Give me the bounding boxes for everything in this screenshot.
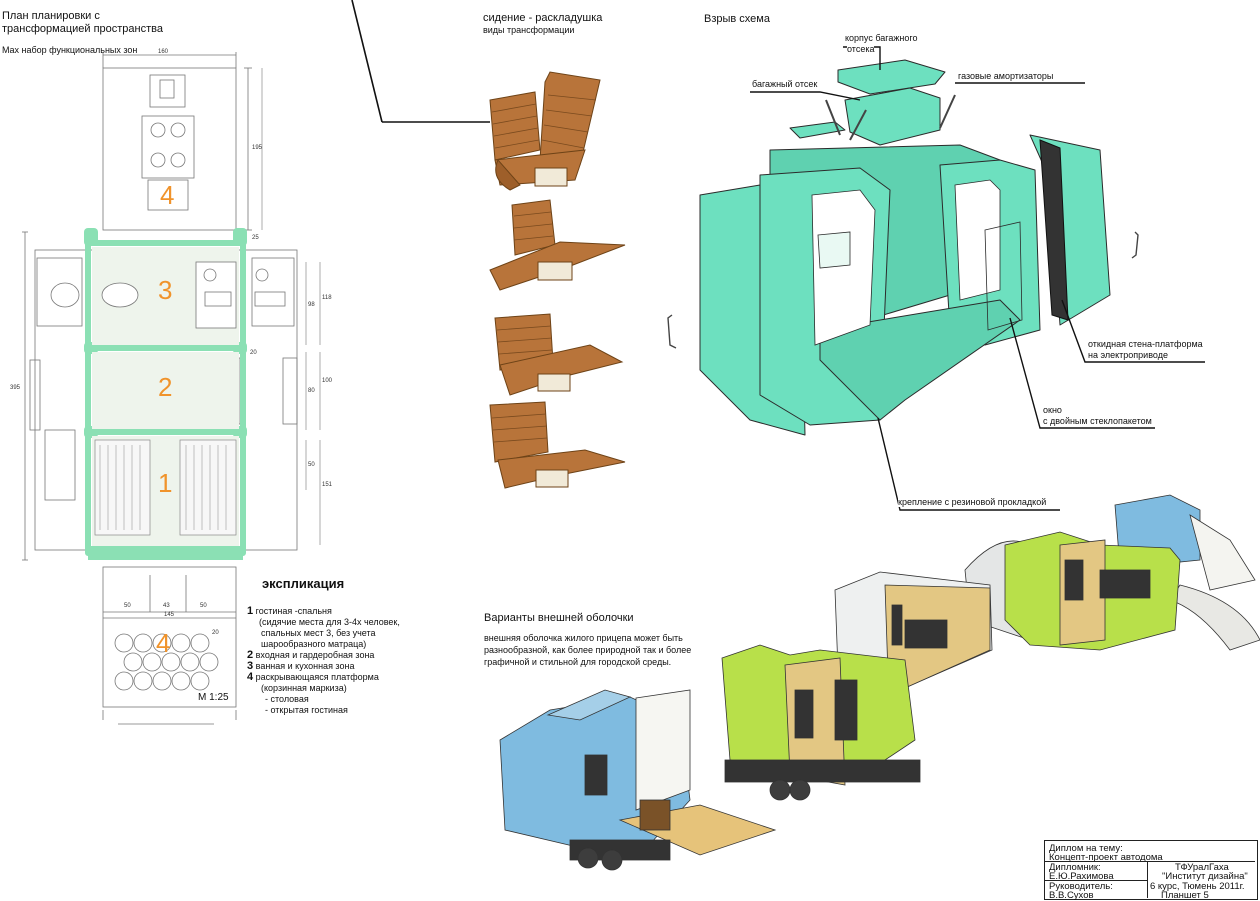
explication-item-4-line2: (корзинная маркиза) [261, 683, 347, 693]
callout-luggage-case-1: корпус багажного [845, 33, 918, 43]
dim-right-top: 195 [252, 145, 263, 151]
dim-right-25: 25 [252, 235, 259, 241]
stamp-supervisor-name: В.В.Сухов [1049, 890, 1094, 901]
plan-subtitle: Max набор функциональных зон [2, 45, 138, 55]
explication-item-1: 1 гостиная -спальня [247, 605, 332, 617]
stamp-school2: "Институт дизайна" [1162, 871, 1248, 882]
callout-gas-struts: газовые амортизаторы [958, 71, 1054, 81]
shell-title: Варианты внешней оболочки [484, 612, 634, 624]
dim-right-98: 98 [308, 302, 315, 308]
seat-title: сидение - раскладушка [483, 12, 603, 24]
dim-left-total: 395 [10, 385, 21, 391]
stamp-sheet: Планшет 5 [1161, 890, 1209, 901]
dim-right-50: 50 [308, 462, 315, 468]
dim-bottom-50b: 50 [200, 603, 207, 609]
zone-label-2: 2 [158, 372, 173, 402]
explication-item-4-line4: - открытая гостиная [265, 705, 348, 715]
explication-title: экспликация [262, 576, 345, 591]
dim-top-width: 160 [158, 49, 169, 55]
shell-text-2: разнообразной, как более природной так и… [484, 645, 692, 655]
stamp-diplomant-label: Дипломник: [1049, 862, 1101, 873]
title-block: Диплом на тему: Концепт-проект автодома … [1044, 840, 1258, 901]
explication-item-3: 3 ванная и кухонная зона [247, 660, 355, 672]
explication-list: 1 гостиная -спальня (сидячие места для 3… [247, 606, 400, 716]
zone-label-4-top: 4 [160, 180, 175, 210]
stamp-supervisor-label: Руководитель: [1049, 881, 1113, 892]
exploded-title: Взрыв схема [704, 13, 770, 25]
explication-item-1-line4: шарообразного матраца) [261, 639, 367, 649]
explication-item-4: 4 раскрывающаяся платформа [247, 671, 379, 683]
dim-diag-20: 20 [212, 630, 219, 636]
stamp-row1: Диплом на тему: [1049, 843, 1123, 854]
seat-subtitle: виды трансформации [483, 25, 575, 35]
dim-right-151: 151 [322, 482, 333, 488]
explication-item-1-line3: спальных мест 3, без учета [261, 628, 376, 638]
dim-right-118: 118 [322, 295, 332, 301]
callout-window-1: окно [1043, 405, 1062, 415]
dim-right-100: 100 [322, 378, 333, 384]
callout-mount: крепление с резиновой прокладкой [898, 497, 1047, 507]
callout-fold-wall-2: на электроприводе [1088, 350, 1168, 360]
plan-title-line1: План планировки с [2, 10, 100, 22]
callout-luggage-case-2: отсека [847, 44, 875, 54]
shell-text-1: внешняя оболочка жилого прицепа может бы… [484, 633, 683, 643]
callout-luggage: багажный отсек [752, 79, 818, 89]
plan-title-line2: трансформацией пространства [2, 23, 163, 35]
zone-label-3: 3 [158, 275, 173, 305]
stamp-diplomant-name: Е.Ю.Рахимова [1049, 871, 1114, 882]
callout-fold-wall-1: откидная стена-платформа [1088, 339, 1203, 349]
explication-item-4-line3: - столовая [265, 694, 309, 704]
dim-bottom-145: 145 [164, 612, 175, 618]
dim-right-80: 80 [308, 388, 315, 394]
dim-right-20: 20 [250, 350, 257, 356]
zone-label-4-bottom: 4 [156, 628, 171, 658]
plan-scale: М 1:25 [198, 692, 229, 703]
shell-text-3: графичной и стильной для городской среды… [484, 657, 672, 667]
explication-item-1-line2: (сидячие места для 3-4х человек, [259, 617, 400, 627]
dim-bottom-50a: 50 [124, 603, 131, 609]
stamp-school1: ТФУралГаха [1175, 862, 1229, 873]
stamp-row2: Концепт-проект автодома [1049, 852, 1163, 863]
zone-label-1: 1 [158, 468, 173, 498]
dim-bottom-43: 43 [163, 603, 170, 609]
callout-window-2: с двойным стеклопакетом [1043, 416, 1152, 426]
explication-item-2: 2 входная и гардеробная зона [247, 649, 375, 661]
stamp-course: 6 курс, Тюмень 2011г. [1150, 881, 1245, 892]
